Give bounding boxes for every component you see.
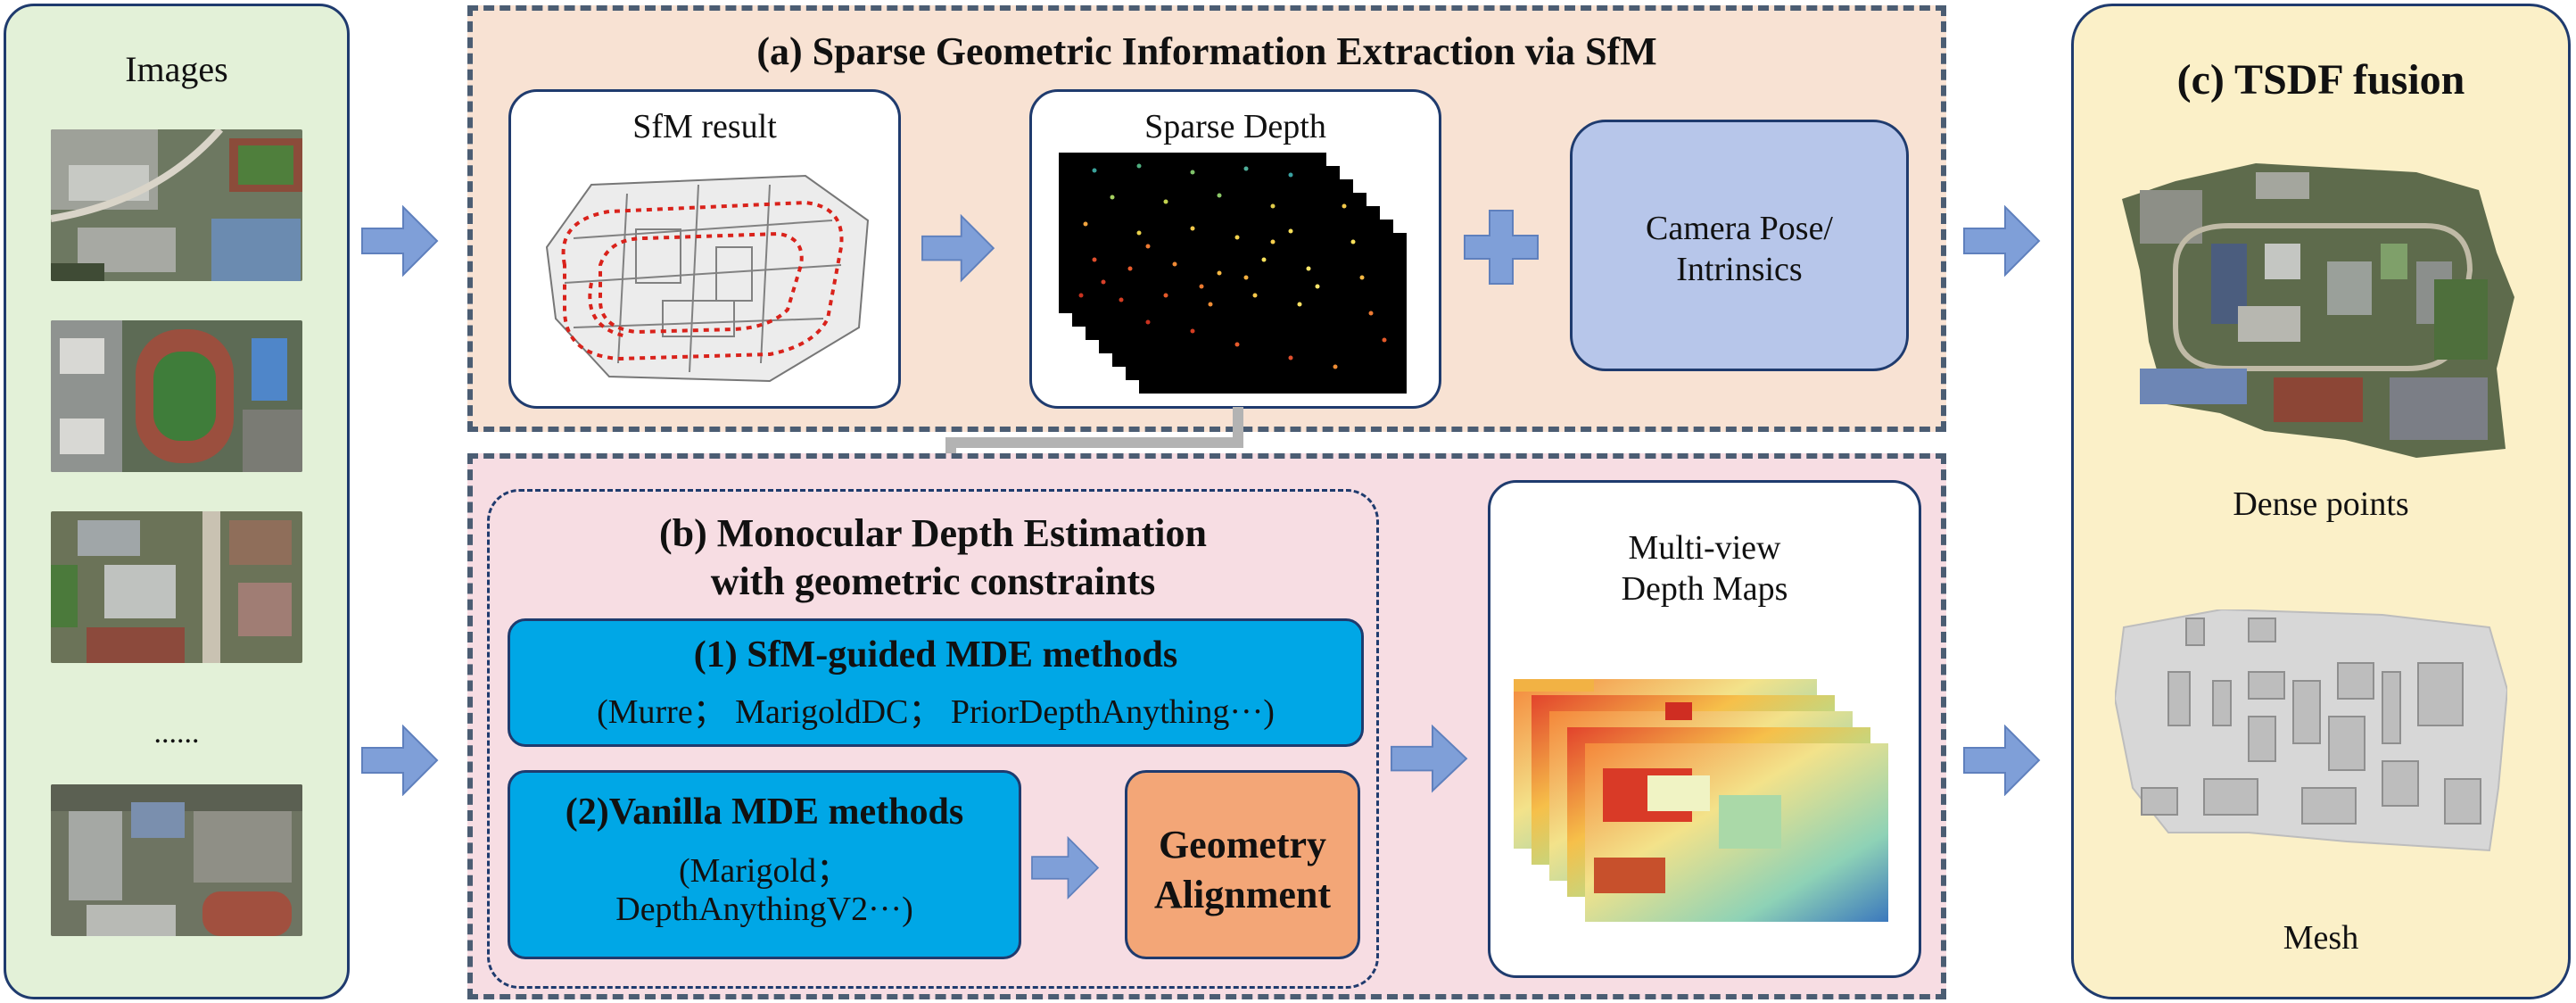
method2-examples-line2: DepthAnythingV2···) xyxy=(615,891,913,928)
section-b-title-line2: with geometric constraints xyxy=(710,559,1156,603)
plus-icon xyxy=(1464,210,1539,285)
sparse-depth-stack xyxy=(1059,153,1407,394)
arrow-vanilla-to-alignment xyxy=(1031,837,1099,899)
method2-title: (2)Vanilla MDE methods xyxy=(565,792,964,833)
geometry-label-line2: Alignment xyxy=(1154,872,1331,916)
mesh-image xyxy=(2115,609,2507,852)
section-a-sfm: (a) Sparse Geometric Information Extract… xyxy=(467,5,1946,432)
depth-maps-label-line1: Multi-view xyxy=(1628,529,1781,567)
dense-points-image xyxy=(2122,163,2514,458)
method2-examples-line1: (Marigold； xyxy=(678,851,851,890)
vanilla-mde-box: (2)Vanilla MDE methods (Marigold； DepthA… xyxy=(508,770,1021,959)
arrow-sfm-to-depth xyxy=(921,215,995,282)
method1-title: (1) SfM-guided MDE methods xyxy=(693,634,1178,676)
section-c-tsdf: (c) TSDF fusion Dense points Mesh xyxy=(2071,4,2571,999)
aerial-image-3 xyxy=(51,511,302,663)
arrow-mde-to-depthmaps xyxy=(1391,725,1467,792)
depth-maps-label-line2: Depth Maps xyxy=(1621,570,1788,608)
sfm-result-box: SfM result xyxy=(508,89,901,409)
sparse-depth-label: Sparse Depth xyxy=(1144,108,1326,145)
depth-maps-stack xyxy=(1514,679,1888,922)
arrow-sfm-to-tsdf xyxy=(1963,206,2040,276)
sparse-depth-box: Sparse Depth xyxy=(1029,89,1441,409)
sfm-result-label: SfM result xyxy=(632,108,777,145)
arrow-images-to-mde xyxy=(361,725,438,795)
dense-points-label: Dense points xyxy=(2233,485,2409,523)
geometry-label-line1: Geometry xyxy=(1158,822,1327,866)
section-a-title: (a) Sparse Geometric Information Extract… xyxy=(756,29,1657,73)
geometry-alignment-box: Geometry Alignment xyxy=(1125,770,1360,959)
camera-pose-box: Camera Pose/ Intrinsics xyxy=(1570,120,1909,371)
method1-examples: (Murre； MarigoldDC； PriorDepthAnything··… xyxy=(597,692,1275,731)
aerial-image-2 xyxy=(51,320,302,472)
sfm-guided-mde-box: (1) SfM-guided MDE methods (Murre； Marig… xyxy=(508,618,1364,747)
mde-methods-area: (b) Monocular Depth Estimation with geom… xyxy=(487,489,1379,989)
aerial-image-4 xyxy=(51,784,302,936)
images-panel: Images xyxy=(4,4,350,999)
section-b-mde: (b) Monocular Depth Estimation with geom… xyxy=(467,453,1946,999)
sfm-point-cloud xyxy=(545,174,870,383)
arrow-images-to-sfm xyxy=(361,206,438,276)
camera-label-line2: Intrinsics xyxy=(1676,251,1803,288)
section-c-title: (c) TSDF fusion xyxy=(2176,55,2465,104)
images-ellipsis: ...... xyxy=(153,717,200,750)
arrow-depthmaps-to-tsdf xyxy=(1963,725,2040,795)
images-title: Images xyxy=(125,48,228,89)
mesh-label: Mesh xyxy=(2283,919,2359,957)
depth-maps-box: Multi-view Depth Maps xyxy=(1488,480,1921,978)
camera-label-line1: Camera Pose/ xyxy=(1645,210,1833,247)
section-b-title-line1: (b) Monocular Depth Estimation xyxy=(659,510,1207,555)
aerial-image-1 xyxy=(51,129,302,281)
